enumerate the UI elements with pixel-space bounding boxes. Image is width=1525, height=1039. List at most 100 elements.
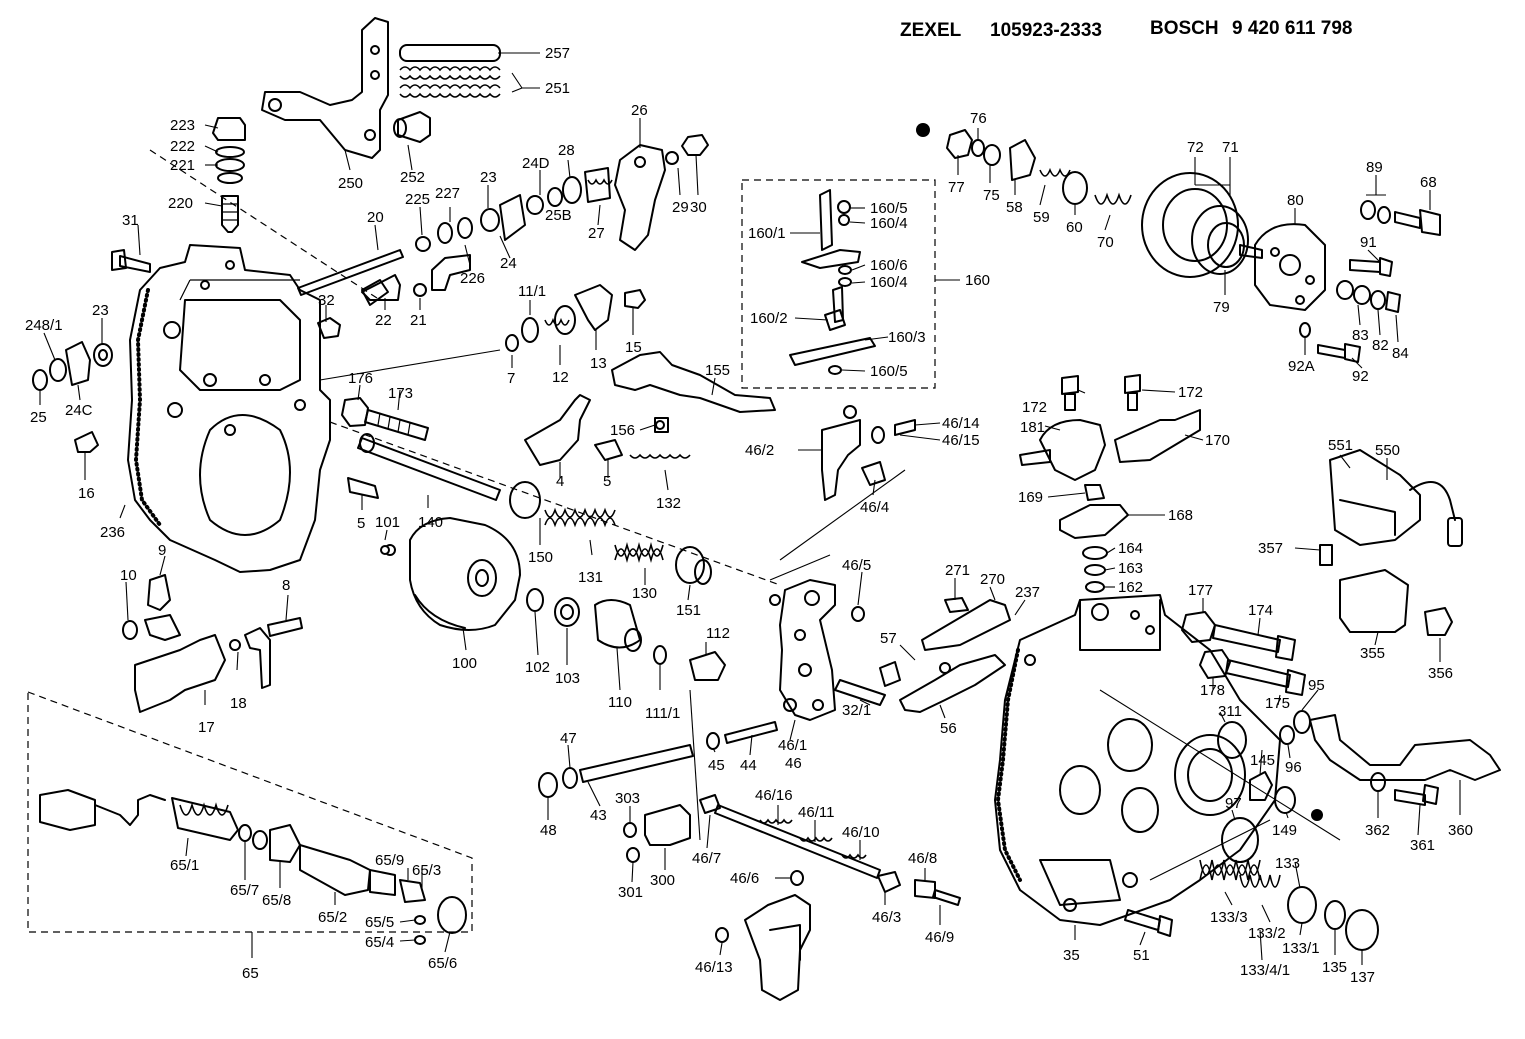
label-5-upper: 5: [603, 473, 611, 490]
label-30: 30: [690, 199, 707, 216]
label-271: 271: [945, 562, 970, 579]
left-housing: [127, 244, 331, 573]
label-162: 162: [1118, 579, 1143, 596]
label-21: 21: [410, 312, 427, 329]
label-80: 80: [1287, 192, 1304, 209]
brand-zexel: ZEXEL: [900, 20, 962, 41]
label-178: 178: [1200, 682, 1225, 699]
bolts-173-176: [341, 397, 429, 441]
label-75: 75: [983, 187, 1000, 204]
label-13: 13: [590, 355, 607, 372]
bosch-part-number: 9 420 611 798: [1232, 18, 1352, 39]
label-301: 301: [618, 884, 643, 901]
label-28: 28: [558, 142, 575, 159]
label-9: 9: [158, 542, 166, 559]
label-11-1: 11/1: [518, 283, 546, 300]
label-32-1: 32/1: [842, 702, 871, 719]
label-46-1: 46/1: [778, 737, 807, 754]
lever-46: [769, 579, 865, 721]
part-labels: 257 251 223 222 221 250 252 220 31 20 22…: [25, 45, 1473, 986]
label-355: 355: [1360, 645, 1385, 662]
label-58: 58: [1006, 199, 1023, 216]
label-35: 35: [1063, 947, 1080, 964]
label-71: 71: [1222, 139, 1239, 156]
label-20: 20: [367, 209, 384, 226]
label-10: 10: [120, 567, 137, 584]
rod-46-7: [699, 794, 961, 906]
label-46-14: 46/14: [942, 415, 980, 432]
label-26: 26: [631, 102, 648, 119]
label-91: 91: [1360, 234, 1377, 251]
label-172-right: 172: [1178, 384, 1203, 401]
assembly-160: [789, 189, 876, 375]
label-172-left: 172: [1022, 399, 1047, 416]
lever-4: [347, 394, 691, 499]
label-48: 48: [540, 822, 557, 839]
label-22: 22: [375, 312, 392, 329]
brand-bosch: BOSCH: [1150, 18, 1219, 39]
springs-251-257: [399, 44, 501, 98]
bracket-300: [623, 804, 691, 863]
label-103: 103: [555, 670, 580, 687]
sensor-65: [39, 789, 467, 945]
header: ZEXEL 105923-2333 BOSCH 9 420 611 798: [900, 18, 1352, 41]
label-160-4-top: 160/4: [870, 215, 908, 232]
label-24d: 24D: [522, 155, 550, 172]
label-65: 65: [242, 965, 259, 982]
label-223: 223: [170, 117, 195, 134]
label-46-4: 46/4: [860, 499, 889, 516]
label-160-5-bottom: 160/5: [870, 363, 908, 380]
label-160-4-bottom: 160/4: [870, 274, 908, 291]
axis-133: [1149, 819, 1271, 881]
label-133-4-1: 133/4/1: [1240, 962, 1290, 979]
label-65-9: 65/9: [375, 852, 404, 869]
fitting-220-223: [212, 117, 246, 233]
screws-68-92: [1299, 200, 1441, 363]
label-311: 311: [1218, 703, 1242, 720]
label-84: 84: [1392, 345, 1409, 362]
label-170: 170: [1205, 432, 1230, 449]
label-137: 137: [1350, 969, 1375, 986]
label-65-7: 65/7: [230, 882, 259, 899]
label-130: 130: [632, 585, 657, 602]
label-96: 96: [1285, 759, 1302, 776]
governor-housing: [384, 517, 521, 631]
group-160-box: [741, 179, 936, 389]
label-356: 356: [1428, 665, 1453, 682]
label-164: 164: [1118, 540, 1143, 557]
label-60: 60: [1066, 219, 1083, 236]
label-361: 361: [1410, 837, 1435, 854]
label-251: 251: [545, 80, 570, 97]
bracket-22: [111, 249, 427, 339]
axis-43: [689, 689, 701, 841]
label-5-lower: 5: [357, 515, 365, 532]
solenoid-550: [1319, 449, 1463, 636]
label-160-5-top: 160/5: [870, 200, 908, 217]
right-housing: [994, 594, 1281, 926]
label-95: 95: [1308, 677, 1325, 694]
label-23-left: 23: [92, 302, 109, 319]
pins-43-48: [538, 554, 831, 798]
axis-lines: [149, 149, 1341, 881]
bracket-250: [261, 17, 389, 159]
label-176: 176: [348, 370, 373, 387]
lever-26: [614, 134, 709, 251]
label-46-10: 46/10: [842, 824, 880, 841]
label-65-8: 65/8: [262, 892, 291, 909]
bracket-360: [1279, 710, 1501, 806]
label-160-1: 160/1: [748, 225, 786, 242]
label-89: 89: [1366, 159, 1383, 176]
label-24: 24: [500, 255, 517, 272]
plug-252: [393, 111, 431, 143]
plug-black-2: [1311, 809, 1323, 821]
label-156: 156: [610, 422, 635, 439]
label-362: 362: [1365, 822, 1390, 839]
label-46-16: 46/16: [755, 787, 793, 804]
label-83: 83: [1352, 327, 1369, 344]
label-160-6: 160/6: [870, 257, 908, 274]
sleeves-102-112: [380, 545, 726, 681]
leader-lines: [39, 52, 1461, 965]
label-31: 31: [122, 212, 139, 229]
